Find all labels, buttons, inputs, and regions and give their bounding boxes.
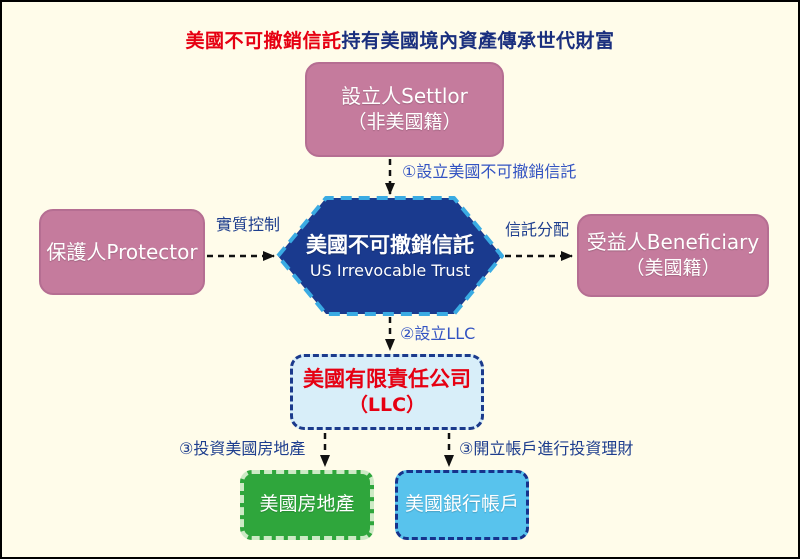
node-settlor-line2: （非美國籍） [347,111,462,134]
edge-label-trust-to-beneficiary: 信託分配 [505,220,570,239]
page-title-rest: 持有美國境內資產傳承世代財富 [341,30,615,52]
node-llc: 美國有限責任公司 （LLC） [290,354,484,430]
node-real-estate: 美國房地產 [240,470,374,540]
edge-label-trust-to-llc: ②設立LLC [400,324,476,343]
node-protector: 保護人Protector [39,209,205,295]
edge-label-llc-to-real-estate: ③投資美國房地產 [179,439,306,458]
node-trust-label: 美國不可撤銷信託 US Irrevocable Trust [278,198,502,315]
node-protector-line1: 保護人Protector [46,239,198,264]
node-trust-line2: US Irrevocable Trust [309,261,471,280]
node-bank-account: 美國銀行帳戶 [395,470,529,540]
node-settlor: 設立人Settlor （非美國籍） [305,62,504,157]
node-llc-line1: 美國有限責任公司 [303,367,471,391]
node-beneficiary-line2: （美國籍） [625,257,721,280]
node-bank-account-line1: 美國銀行帳戶 [404,493,519,516]
node-real-estate-line1: 美國房地產 [259,493,355,516]
page-title: 美國不可撤銷信託持有美國境內資產傳承世代財富 [2,26,798,53]
edge-label-llc-to-bank-account: ③開立帳戶進行投資理財 [459,439,634,458]
page-title-highlight: 美國不可撤銷信託 [185,30,342,52]
edge-label-settlor-to-trust: ①設立美國不可撤銷信託 [402,162,577,181]
node-trust-line1: 美國不可撤銷信託 [306,232,474,257]
edge-label-protector-to-trust: 實質控制 [216,215,281,234]
node-settlor-line1: 設立人Settlor [341,84,468,109]
node-beneficiary: 受益人Beneficiary （美國籍） [577,214,769,297]
node-beneficiary-line1: 受益人Beneficiary [586,230,760,255]
node-llc-line2: （LLC） [348,394,426,417]
trust-hexagon [276,196,504,316]
